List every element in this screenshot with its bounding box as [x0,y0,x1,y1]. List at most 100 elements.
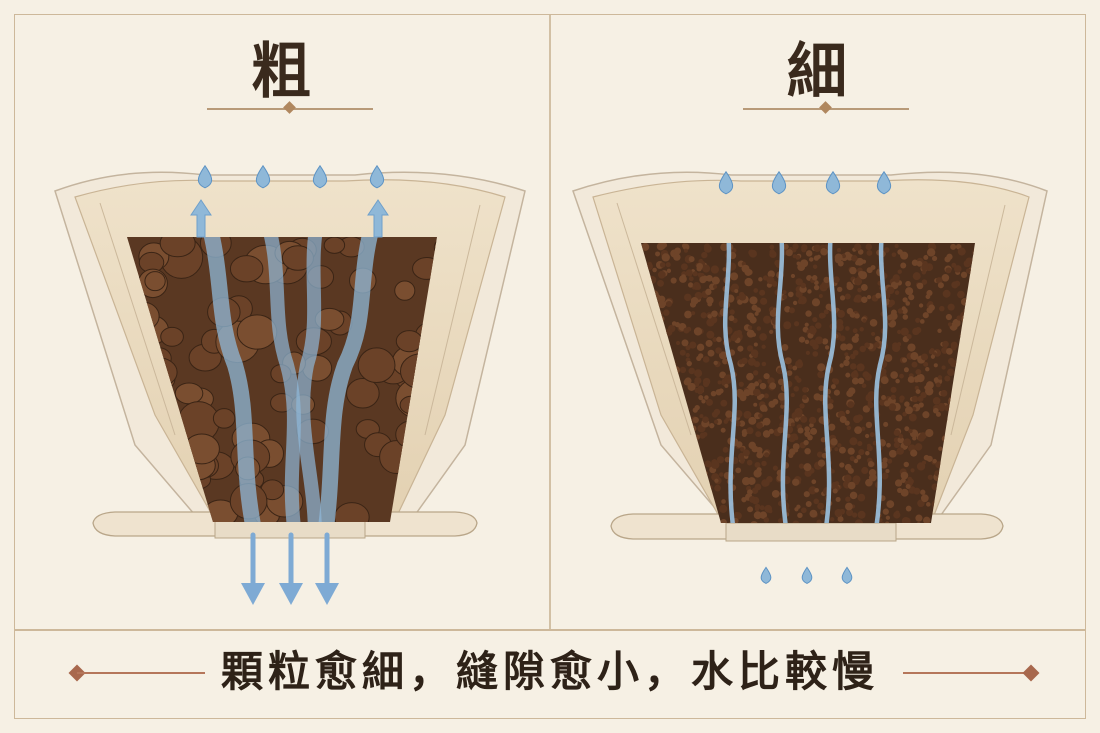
coffee-ground [910,468,915,473]
coffee-ground [874,335,881,342]
coffee-ground [710,316,718,324]
coffee-ground [663,309,670,316]
coffee-ground [883,400,891,407]
coffee-ground [674,247,682,255]
coffee-ground [654,503,662,511]
coffee-ground [950,243,957,250]
coffee-ground [698,395,704,401]
coffee-ground [922,411,930,419]
coffee-ground [694,369,703,378]
coffee-ground [789,307,795,314]
coffee-ground [749,296,758,305]
coffee-ground [966,494,974,502]
coffee-ground [652,267,657,273]
coffee-ground [764,452,770,458]
coffee-ground [686,360,692,367]
coffee-ground [927,474,933,480]
water-drop-icon [801,566,813,584]
horizontal-divider [15,629,1085,631]
coffee-ground [854,426,862,435]
coffee-ground [733,511,740,518]
coffee-ground [915,514,923,522]
coffee-ground [851,254,858,262]
coffee-ground [820,247,828,256]
coffee-ground [904,519,911,523]
coffee-ground [763,479,770,487]
coffee-ground [908,413,917,422]
coffee-ground [849,437,858,446]
coffee-ground [769,249,775,255]
coffee-ground [762,417,771,426]
coffee-ground [654,485,659,490]
coffee-ground [719,472,724,477]
coffee-ground [746,345,754,352]
coffee-ground [816,451,824,458]
coffee-ground [861,426,866,431]
coffee-ground [649,459,655,465]
coffee-ground [759,511,768,519]
coffee-ground [711,310,718,318]
coffee-ground [880,376,889,385]
coffee-ground [871,331,876,336]
coffee-ground [698,353,704,359]
water-drop-icon [841,566,853,584]
coffee-ground [942,289,951,298]
coffee-ground [899,373,904,379]
coffee-ground [729,309,735,315]
coffee-ground [774,259,781,266]
coffee-ground [804,322,809,327]
coffee-ground [661,253,670,262]
coffee-ground [709,422,715,429]
coffee-ground [866,445,873,452]
coffee-ground [717,380,722,385]
coffee-ground [921,263,929,271]
coffee-ground [830,469,835,474]
coffee-ground [685,352,690,358]
coffee-ground [724,383,729,389]
coffee-ground [759,505,765,511]
coffee-ground [759,404,768,412]
water-drop-icon [197,164,213,189]
coffee-ground [766,276,775,285]
coffee-ground [785,249,793,257]
coffee-ground [908,294,915,301]
coffee-ground [845,409,850,415]
coffee-ground [741,432,747,438]
coffee-ground [803,439,809,446]
coffee-ground [910,352,919,361]
coffee-ground [890,394,896,400]
coffee-ground [769,382,777,390]
coffee-ground [759,393,765,399]
coffee-ground [844,352,849,357]
coffee-ground [786,370,793,376]
coffee-ground [853,243,862,251]
coffee-ground [160,326,184,347]
coffee-ground [805,350,811,356]
coffee-ground [641,464,644,473]
coffee-ground [832,488,838,494]
coffee-ground [655,494,663,502]
coffee-ground [865,421,873,429]
coffee-ground [973,492,975,500]
coffee-ground [837,260,844,267]
coffee-ground [688,276,694,282]
coffee-ground [756,467,762,473]
coffee-ground [831,378,837,383]
coffee-ground [880,461,888,469]
coffee-ground [746,459,753,466]
coffee-ground [886,286,895,295]
coffee-ground [779,422,785,428]
coffee-ground [739,394,747,402]
water-drops [718,170,892,584]
coffee-ground [857,249,864,255]
coffee-ground [948,505,953,510]
coffee-ground [665,300,673,308]
coffee-ground [935,382,941,388]
coffee-ground [752,388,761,397]
coffee-ground [694,376,702,385]
coffee-ground [764,504,773,513]
coffee-ground [705,339,713,347]
coffee-ground [683,327,690,334]
coarse-dripper-illustration [54,164,526,605]
coffee-ground [641,460,645,466]
